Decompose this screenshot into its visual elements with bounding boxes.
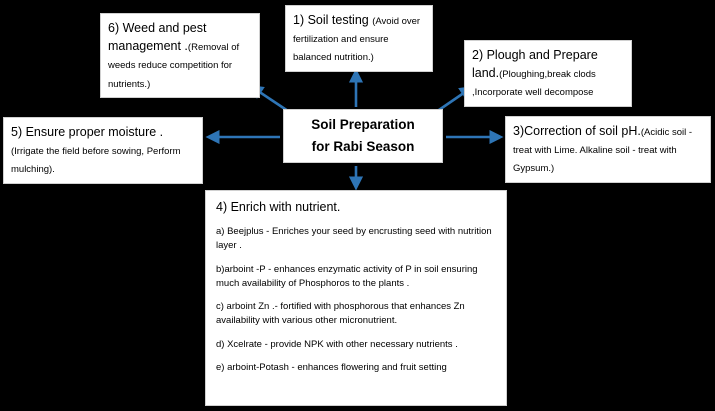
enrich-item-arboint-potash: e) arboint-Potash - enhances flowering a… [216,361,447,373]
node-weed-pest-management: 6) Weed and pest management .(Removal of… [100,13,260,98]
node-weed-detail: (Removal of weeds reduce competition for… [108,42,240,90]
node-soil-ph-correction: 3)Correction of soil pH.(Acidic soil - t… [505,116,711,183]
node-soil-testing-title: 1) Soil testing [293,13,373,27]
node-moisture-detail: (Irrigate the field before sowing, Perfo… [11,146,181,176]
node-enrich-title: 4) Enrich with nutrient. [216,200,341,214]
enrich-item-beejplus: a) Beejplus - Enriches your seed by encr… [216,226,492,252]
node-soil-testing: 1) Soil testing (Avoid over fertilizatio… [285,5,433,72]
enrich-item-arboint-p: b)arboint -P - enhances enzymatic activi… [216,263,478,289]
center-node-title: Soil Preparation for Rabi Season [311,117,415,154]
node-ph-title: 3)Correction of soil pH. [513,124,641,138]
node-plough-prepare-land: 2) Plough and Prepare land.(Ploughing,br… [464,40,632,107]
node-ensure-moisture: 5) Ensure proper moisture . (Irrigate th… [3,117,203,184]
node-plough-title: 2) Plough and Prepare land. [472,48,598,81]
enrich-item-arboint-zn: c) arboint Zn .- fortified with phosphor… [216,301,465,327]
node-ph-detail: (Acidic soil - treat with Lime. Alkaline… [513,127,693,175]
center-node-soil-preparation: Soil Preparation for Rabi Season [283,109,443,163]
enrich-item-xcelrate: d) Xcelrate - provide NPK with other nec… [216,338,458,350]
node-moisture-title: 5) Ensure proper moisture . [11,125,164,139]
node-weed-title: 6) Weed and pest management . [108,21,207,54]
node-enrich-with-nutrient: 4) Enrich with nutrient. a) Beejplus - E… [205,190,507,406]
node-soil-testing-detail: (Avoid over fertilization and ensure bal… [293,16,421,64]
node-plough-detail: (Ploughing,break clods ,Incorporate well… [472,69,596,99]
